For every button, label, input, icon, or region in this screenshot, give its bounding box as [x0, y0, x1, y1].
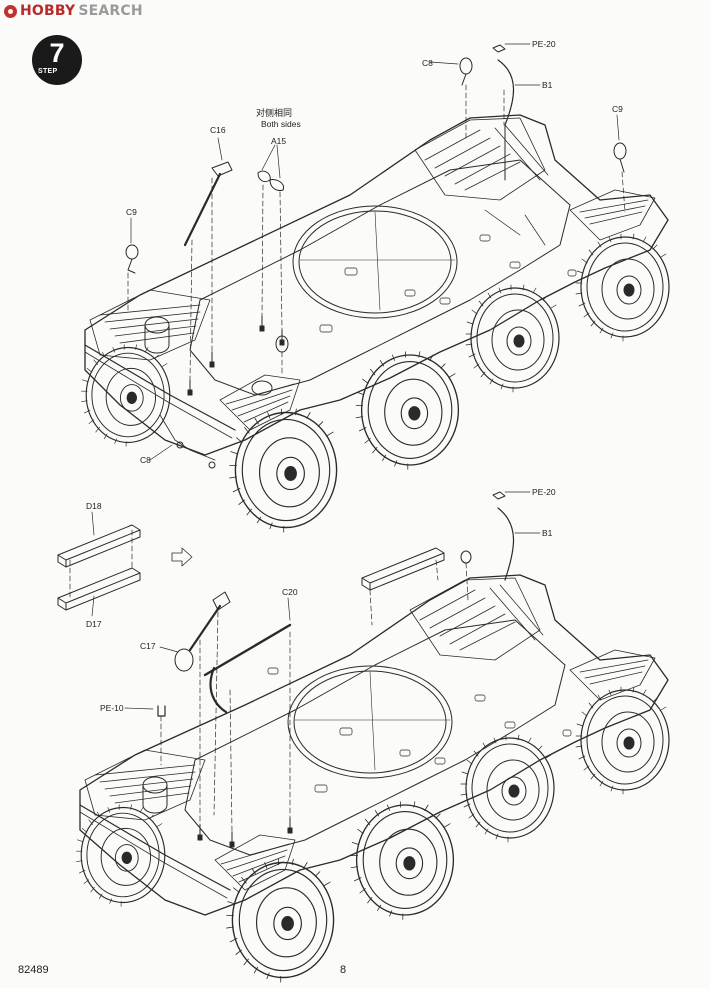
callout-c20: C20: [282, 587, 298, 597]
both-sides-note-en: Both sides: [261, 119, 301, 129]
rails-d17-d18: [57, 511, 193, 617]
page-number: 8: [340, 964, 347, 976]
vehicle-bottom: [75, 491, 670, 983]
callout-c8-top: C8: [422, 58, 433, 68]
callout-b1-bottom: B1: [542, 528, 553, 538]
callout-c9-right: C9: [612, 104, 623, 114]
step-number: 7: [49, 38, 65, 68]
watermark-suffix: SEARCH: [78, 3, 143, 19]
callout-a15: A15: [271, 136, 287, 146]
vehicle-top: [80, 43, 670, 533]
watermark-logo-icon: [4, 4, 17, 18]
watermark: HOBBY SEARCH: [4, 3, 143, 19]
callout-d17: D17: [86, 619, 102, 629]
callout-b1-top: B1: [542, 80, 553, 90]
callout-pe10: PE-10: [100, 703, 124, 713]
callout-c16: C16: [210, 125, 226, 135]
callout-pe20-top: PE-20: [532, 39, 556, 49]
callout-c8-bottom: C8: [140, 455, 151, 465]
watermark-brand: HOBBY: [20, 3, 76, 19]
callout-c17: C17: [140, 641, 156, 651]
callout-c9-left: C9: [126, 207, 137, 217]
step-badge: 7 STEP: [32, 35, 82, 85]
both-sides-note-zh: 对侧相同: [256, 109, 293, 119]
step-label: STEP: [38, 68, 58, 75]
callout-d18: D18: [86, 501, 102, 511]
callout-pe20-bottom: PE-20: [532, 487, 556, 497]
kit-number: 82489: [18, 964, 49, 976]
